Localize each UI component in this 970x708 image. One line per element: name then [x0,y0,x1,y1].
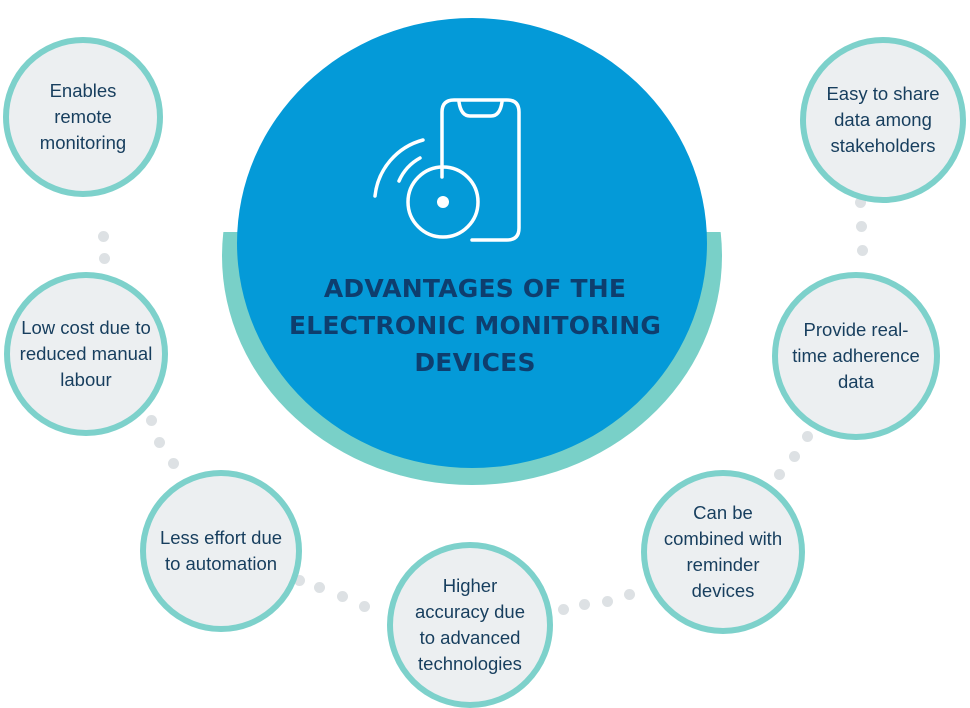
connector-dot [774,469,785,480]
connector-dot [856,221,867,232]
connector-dot [314,582,325,593]
connector-dot [855,197,866,208]
advantage-label: Less effort due to automation [159,527,283,574]
diagram-title: ADVANTAGES OF THE ELECTRONIC MONITORING … [288,274,662,377]
hub-circle [237,18,707,468]
advantage-real-time-data: Provide real-time adherence data [772,272,940,440]
advantage-label: Enables remote monitoring [39,80,127,153]
connector-dot [602,596,613,607]
connector-dot [337,591,348,602]
advantage-low-cost: Low cost due to reduced manual labour [4,272,168,436]
connector-dot [857,245,868,256]
connector-dot [99,253,110,264]
advantage-higher-accuracy: Higher accuracy due to advanced technolo… [387,542,553,708]
advantage-label: Low cost due to reduced manual labour [19,317,153,390]
connector-dot [168,458,179,469]
advantage-remote-monitoring: Enables remote monitoring [3,37,163,197]
wireless-monitoring-device-icon [373,98,521,242]
connector-dot [146,415,157,426]
connector-dot [624,589,635,600]
connector-dot [154,437,165,448]
advantage-label: Higher accuracy due to advanced technolo… [414,575,526,674]
connector-dot [579,599,590,610]
advantage-label: Can be combined with reminder devices [663,502,783,601]
connector-dot [294,575,305,586]
advantage-label: Easy to share data among stakeholders [826,83,940,156]
connector-dot [359,601,370,612]
connector-dot [558,604,569,615]
advantage-label: Provide real-time adherence data [792,319,920,392]
connector-dot [98,231,109,242]
advantage-easy-sharing: Easy to share data among stakeholders [800,37,966,203]
connector-dot [802,431,813,442]
connector-dot [789,451,800,462]
advantage-less-effort: Less effort due to automation [140,470,302,632]
advantage-reminder-devices: Can be combined with reminder devices [641,470,805,634]
